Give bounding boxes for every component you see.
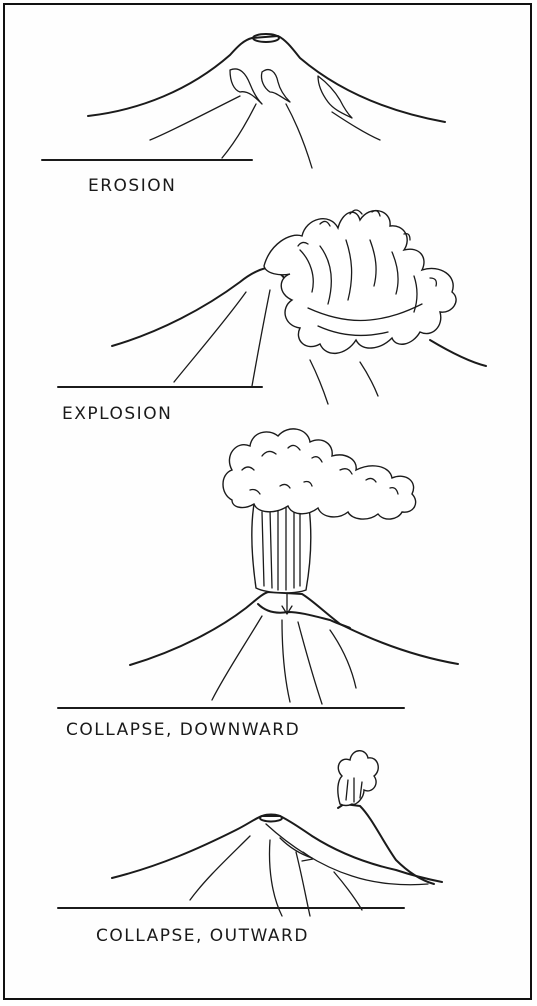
collapse-out-volcano-outline — [112, 816, 442, 882]
collapse-down-eruption-cloud — [223, 429, 416, 519]
caption-collapse-outward: COLLAPSE, OUTWARD — [96, 926, 309, 946]
explosion-right-flank — [430, 340, 486, 366]
collapse-out-slope-line-2 — [270, 840, 283, 916]
explosion-slope-line-1 — [174, 292, 246, 382]
explosion-slope-line-2 — [252, 290, 270, 386]
collapse-down-slope-line-2 — [282, 620, 290, 702]
explosion-slope-line-4 — [360, 362, 378, 396]
collapse-out-slide-block — [338, 804, 434, 884]
explosion-blast-cloud — [264, 211, 456, 354]
panel-explosion — [58, 210, 486, 404]
collapse-out-slope-line-3 — [296, 852, 310, 916]
erosion-slope-line-1 — [150, 96, 240, 140]
erosion-slope-line-4 — [332, 112, 380, 140]
caption-erosion: EROSION — [88, 176, 176, 196]
panel-collapse-downward — [58, 429, 458, 708]
caption-collapse-downward: COLLAPSE, DOWNWARD — [66, 720, 300, 740]
erosion-slope-line-3 — [286, 104, 312, 168]
collapse-down-slope-line-3 — [298, 622, 322, 704]
collapse-down-subsidence-line — [258, 604, 350, 628]
erosion-volcano-outline — [88, 36, 445, 122]
panel-erosion — [42, 34, 445, 168]
collapse-down-volcano-outline — [130, 592, 458, 665]
explosion-volcano-outline — [112, 268, 306, 346]
collapse-down-slope-line-4 — [330, 630, 356, 688]
erosion-slope-line-2 — [222, 104, 256, 158]
collapse-out-slope-line-1 — [190, 836, 250, 900]
collapse-down-slope-line-1 — [212, 616, 262, 700]
erosion-gully-center — [261, 70, 290, 102]
collapse-out-small-plume — [338, 751, 378, 806]
panel-collapse-outward — [58, 751, 442, 916]
caption-explosion: EXPLOSION — [62, 404, 172, 424]
explosion-slope-line-3 — [310, 360, 328, 404]
